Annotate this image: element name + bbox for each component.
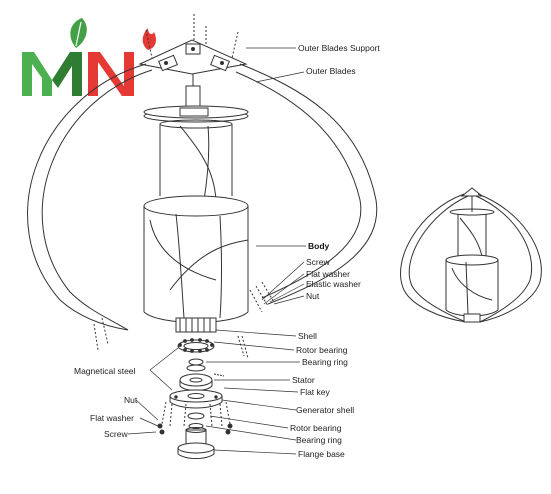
magnetical-steel-ring [177,338,215,353]
label-nut-bottom: Nut [124,395,138,405]
generator-shell-screws [161,401,231,427]
logo-m-left-stroke [22,52,52,96]
label-magnetical-steel: Magnetical steel [74,366,136,376]
main-shaft-top [143,74,249,123]
logo-m-right-stroke [52,52,82,96]
logo-leaf-vein [75,21,82,47]
outer-blades-support-drawing [138,39,248,75]
body-lower-cylinder [143,195,249,323]
label-body: Body [308,241,330,251]
body-fastener-screws [237,281,275,359]
label-flat-washer-bottom: Flat washer [90,413,134,423]
label-flat-key: Flat key [300,387,330,397]
blade-tip-screws [93,317,109,351]
label-nut-top: Nut [306,291,320,301]
label-shell: Shell [298,331,317,341]
label-generator-shell: Generator shell [296,405,355,415]
label-bearing-ring-bottom: Bearing ring [296,435,342,445]
label-flat-washer-top: Flat washer [306,269,350,279]
body-upper-cylinder [159,119,233,201]
outer-blade-left [27,63,153,331]
leader-lines [127,47,306,455]
mn-logo [22,18,156,96]
label-rotor-bearing-bottom: Rotor bearing [290,423,342,433]
rotor-bearing-top-drawing [186,358,206,372]
stator-drawing [179,373,225,391]
flange-base-drawing [177,427,215,459]
assembled-turbine-preview [400,187,542,323]
label-outer-blades-support: Outer Blades Support [298,43,380,53]
logo-n-stroke [88,52,134,96]
support-screws [145,14,239,59]
generator-shell-drawing [169,389,223,409]
label-rotor-bearing-top: Rotor bearing [296,345,348,355]
outer-blade-right [235,63,378,305]
label-elastic-washer: Elastic washer [306,279,361,289]
label-outer-blades: Outer Blades [306,66,356,76]
label-screw-top: Screw [306,257,330,267]
label-screw-bottom: Screw [104,429,128,439]
label-bearing-ring-top: Bearing ring [302,357,348,367]
label-flange-base: Flange base [298,449,345,459]
logo-flame-icon [142,28,156,50]
rotor-bearing-bottom-drawing [187,412,205,429]
label-stator: Stator [292,375,315,385]
shell-drawing [175,317,217,333]
